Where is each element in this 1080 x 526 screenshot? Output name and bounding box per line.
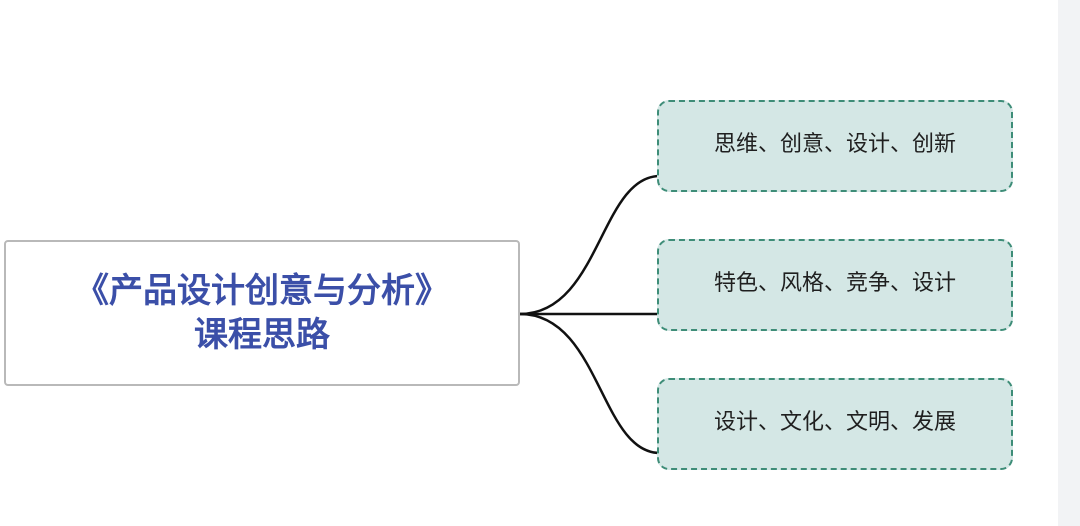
branch-node-thinking[interactable]: 思维、创意、设计、创新	[657, 100, 1013, 192]
branch-label: 特色、风格、竞争、设计	[713, 271, 956, 296]
branch-label: 思维、创意、设计、创新	[713, 132, 956, 157]
connector-to-branch-3	[519, 312, 998, 455]
connector-to-branch-1	[519, 174, 998, 316]
root-topic-title: 《产品设计创意与分析》	[75, 271, 449, 311]
branch-node-culture[interactable]: 设计、文化、文明、发展	[657, 378, 1013, 470]
root-topic-node[interactable]: 《产品设计创意与分析》 课程思路	[4, 240, 520, 386]
branch-label: 设计、文化、文明、发展	[713, 410, 956, 435]
branch-node-style[interactable]: 特色、风格、竞争、设计	[657, 239, 1013, 331]
root-topic-subtitle: 课程思路	[194, 315, 330, 355]
right-edge-strip	[1058, 0, 1080, 526]
